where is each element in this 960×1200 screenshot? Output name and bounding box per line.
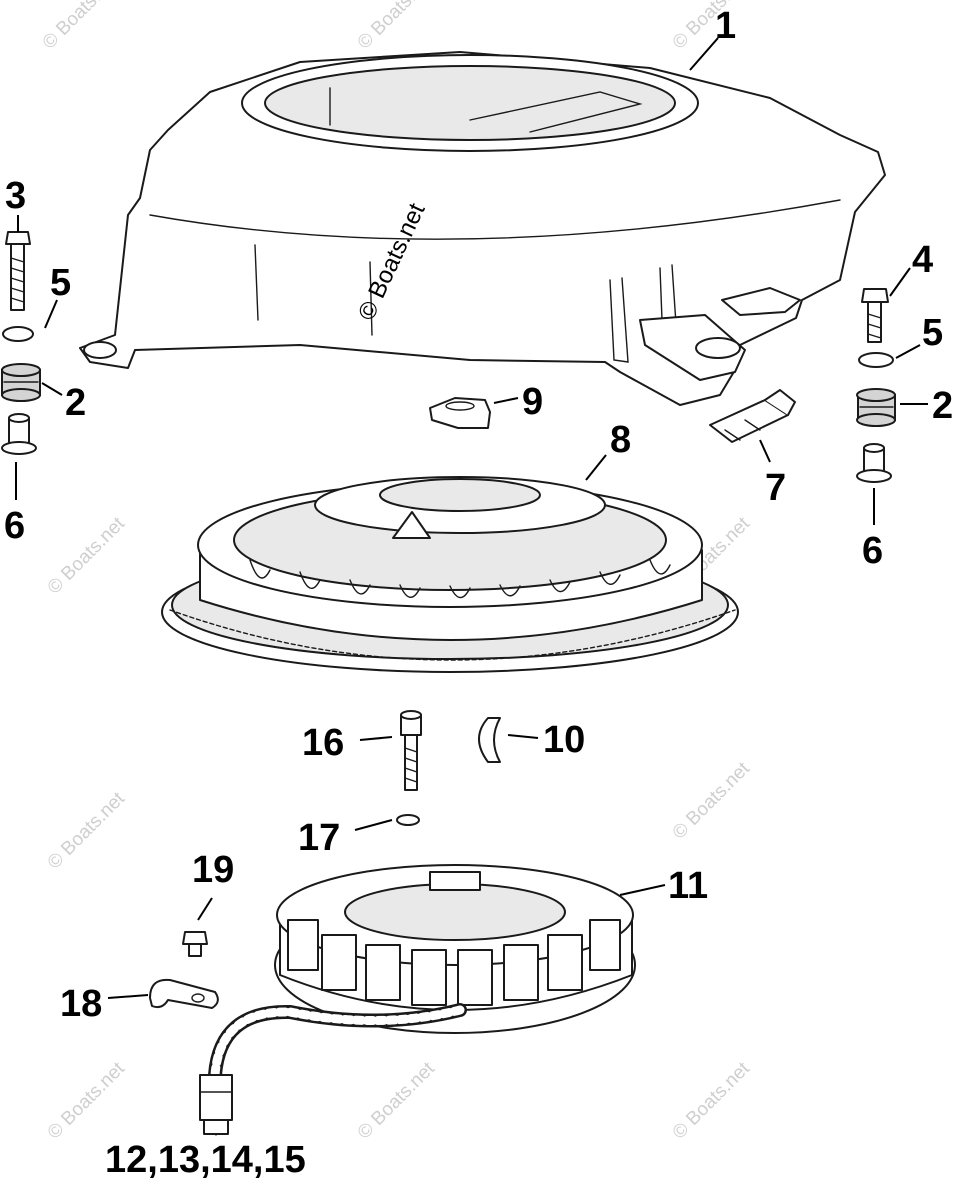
callout-11: 11 xyxy=(668,865,708,907)
watermark: © Boats.net xyxy=(669,758,755,844)
callout-18: 18 xyxy=(60,983,102,1025)
stator xyxy=(274,864,636,1034)
callout-16: 16 xyxy=(302,722,344,764)
washer-right xyxy=(858,352,894,368)
hex-nut xyxy=(429,397,491,429)
bolt-left xyxy=(5,231,31,311)
callout-10: 10 xyxy=(543,719,585,761)
sleeve-right xyxy=(856,443,892,483)
washer-left xyxy=(2,326,34,342)
callout-4: 4 xyxy=(912,239,933,281)
callout-8: 8 xyxy=(610,419,631,461)
woodruff-key xyxy=(478,717,501,763)
flywheel-cover xyxy=(79,51,886,406)
callout-6-right: 6 xyxy=(862,530,883,572)
wire-harness xyxy=(199,1003,467,1136)
rubber-grommet-right xyxy=(856,388,896,427)
watermark: © Boats.net xyxy=(44,788,130,874)
callout-1: 1 xyxy=(715,5,736,47)
callout-5-right: 5 xyxy=(922,312,943,354)
callout-5-left: 5 xyxy=(50,262,71,304)
callout-6-left: 6 xyxy=(4,505,25,547)
bolt-right xyxy=(861,288,889,343)
callout-9: 9 xyxy=(522,381,543,423)
clamp-screw xyxy=(182,931,208,957)
rubber-grommet-left xyxy=(1,363,41,402)
callout-12-13-14-15: 12,13,14,15 xyxy=(105,1139,306,1181)
watermark: © Boats.net xyxy=(44,513,130,599)
cap-screw xyxy=(400,710,422,791)
callout-2-right: 2 xyxy=(932,385,953,427)
callout-2-left: 2 xyxy=(65,382,86,424)
callout-3: 3 xyxy=(5,175,26,217)
cable-clamp xyxy=(149,978,219,1009)
watermark: © Boats.net xyxy=(39,0,125,54)
callouts: 1 2 2 3 4 5 5 6 6 7 8 9 10 11 12,13,14,1… xyxy=(4,5,953,1181)
leader-lines xyxy=(15,37,928,999)
screw-washer xyxy=(396,814,420,826)
watermark: © Boats.net xyxy=(354,0,440,54)
watermark: © Boats.net xyxy=(354,1058,440,1144)
callout-19: 19 xyxy=(192,849,234,891)
watermark: © Boats.net xyxy=(669,1058,755,1144)
sleeve-left xyxy=(1,413,37,455)
callout-7: 7 xyxy=(765,467,786,509)
callout-17: 17 xyxy=(298,817,340,859)
watermark: © Boats.net xyxy=(44,1058,130,1144)
connector xyxy=(709,389,796,443)
flywheel xyxy=(161,476,739,673)
